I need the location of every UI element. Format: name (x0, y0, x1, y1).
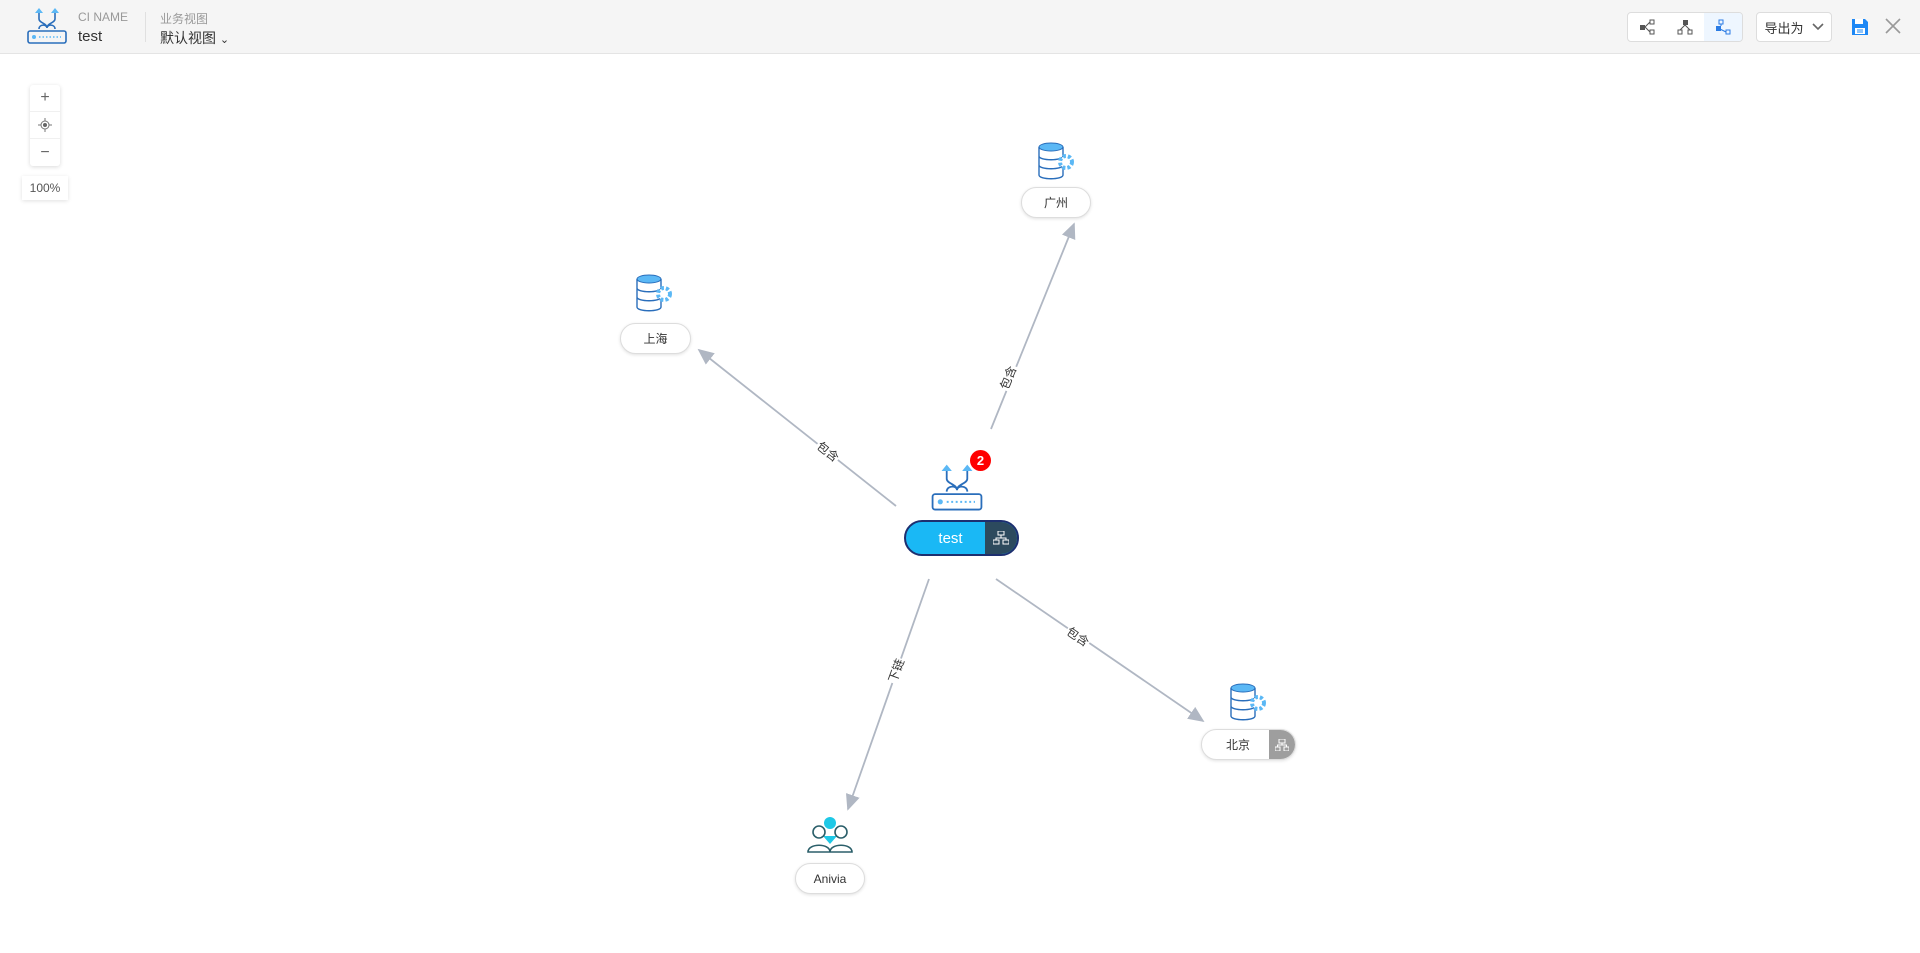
zoom-level: 100% (22, 176, 68, 200)
edge-beijing[interactable] (995, 578, 1205, 723)
edge-shanghai[interactable] (697, 348, 897, 507)
layout-force-button[interactable] (1704, 13, 1742, 41)
node-guangzhou[interactable]: 广州 (1021, 187, 1091, 218)
chevron-down-icon: ⌄ (219, 34, 230, 46)
layout-tree-button[interactable] (1666, 13, 1704, 41)
node-test[interactable]: test (904, 520, 1019, 556)
database-settings-icon (1230, 683, 1266, 721)
header: CI NAME test 业务视图 默认视图 ⌄ 导出为 (0, 0, 1920, 54)
node-label: Anivia (813, 871, 847, 886)
export-label: 导出为 (1764, 20, 1804, 36)
chevron-down-icon (1811, 23, 1824, 31)
layout-horizontal-button[interactable] (1628, 13, 1666, 41)
divider (145, 12, 146, 42)
layout-force-icon (1716, 19, 1731, 35)
zoom-out-button[interactable]: − (40, 143, 50, 161)
node-label: 上海 (643, 332, 668, 346)
layout-switcher (1627, 12, 1743, 42)
node-label: 广州 (1043, 196, 1068, 210)
view-label: 业务视图 (160, 12, 209, 26)
export-dropdown[interactable]: 导出为 (1756, 12, 1832, 42)
database-settings-icon (1038, 142, 1074, 180)
layout-tree-icon (1677, 20, 1693, 35)
view-select-value: 默认视图 (160, 30, 216, 46)
close-icon[interactable] (1884, 17, 1902, 35)
edge-anivia[interactable] (845, 578, 930, 811)
node-label: 北京 (1226, 738, 1251, 752)
locate-icon (38, 118, 52, 132)
zoom-in-button[interactable]: + (30, 85, 60, 112)
database-settings-icon (636, 274, 672, 312)
topology-icon[interactable] (985, 522, 1017, 554)
save-icon[interactable] (1851, 18, 1869, 36)
ci-name-value: test (78, 28, 103, 45)
node-anivia[interactable]: Anivia (795, 863, 865, 894)
zoom-control: + − (30, 85, 60, 166)
network-device-icon (931, 464, 983, 511)
view-select[interactable]: 默认视图 ⌄ (160, 28, 229, 48)
topology-icon[interactable] (1269, 730, 1295, 759)
edge-guangzhou[interactable] (990, 222, 1076, 430)
alert-count-badge: 2 (970, 450, 991, 471)
layout-horizontal-icon (1640, 19, 1655, 35)
fit-center-button[interactable] (30, 112, 60, 139)
node-label: test (938, 529, 963, 547)
network-device-icon (27, 8, 67, 44)
node-beijing[interactable]: 北京 (1201, 729, 1296, 760)
node-shanghai[interactable]: 上海 (620, 323, 691, 354)
user-group-icon (807, 817, 853, 853)
ci-name-label: CI NAME (78, 10, 129, 24)
